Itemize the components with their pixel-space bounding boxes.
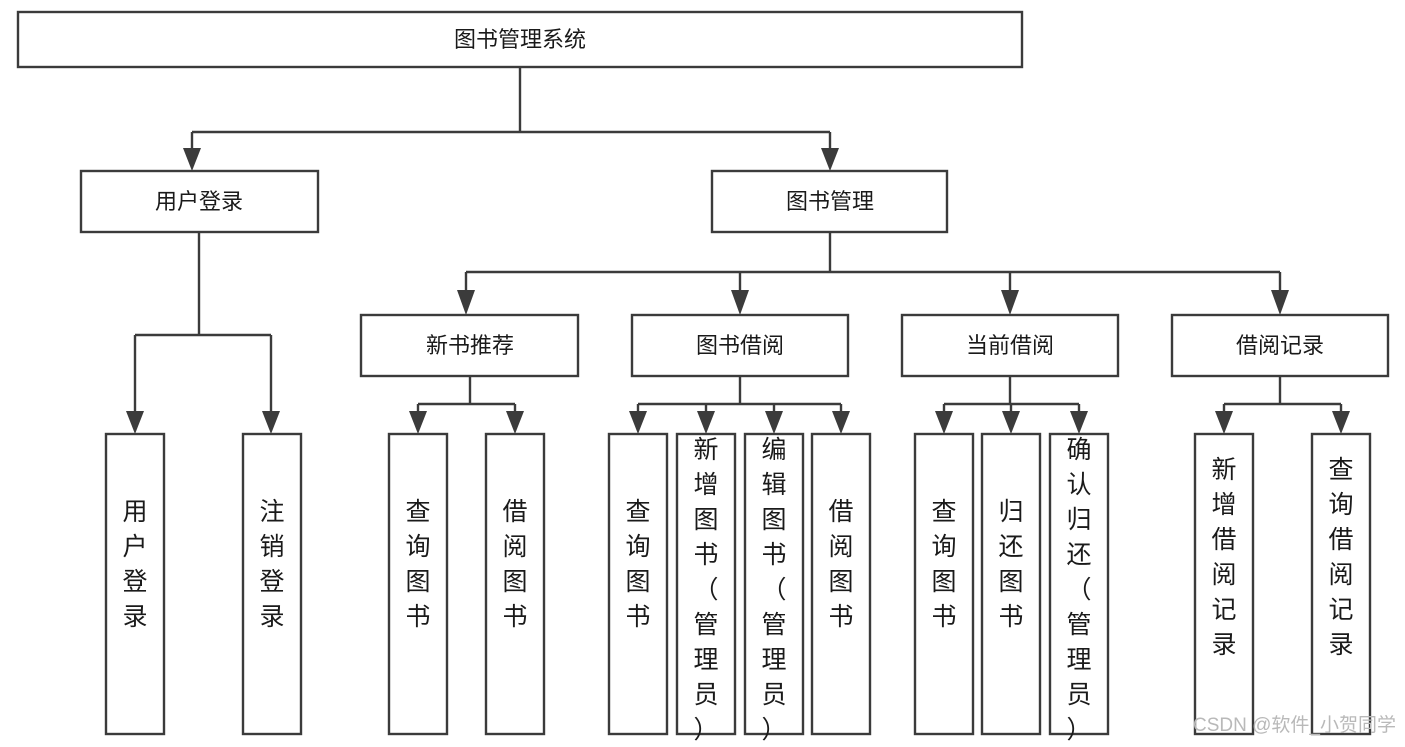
node-current-borrow-box[interactable] [900,313,1120,378]
node-leaf-borrow-book-1-label: 借阅图书 [502,498,527,631]
node-new-book-rec[interactable]: 新书推荐 [359,313,580,378]
node-new-book-rec-box[interactable] [359,313,580,378]
arrowhead-leaf-return-book [1002,411,1020,434]
node-leaf-edit-book[interactable]: 编辑图书（管理员） [743,432,805,744]
node-leaf-query-book-3[interactable]: 查询图书 [913,432,975,736]
node-root-box[interactable] [16,10,1024,69]
node-leaf-borrow-book-1-box[interactable] [484,432,546,736]
node-user-login-label: 用户登录 [155,189,243,214]
arrowhead-leaf-user-login [126,411,144,434]
arrowhead-leaf-add-book [697,411,715,434]
node-leaf-query-book-1-box[interactable] [387,432,449,736]
node-leaf-add-book-label: 新增图书（管理员） [693,436,718,744]
node-leaf-query-book-3-label: 查询图书 [931,498,956,631]
connector-userlogin-to-leaves [133,232,273,415]
arrowhead-borrow-record [1271,290,1289,315]
node-leaf-confirm-return[interactable]: 确认归还（管理员） [1048,432,1110,744]
node-leaf-user-login-box[interactable] [104,432,166,736]
arrowhead-new-book-rec [457,290,475,315]
node-leaf-add-record-label: 新增借阅记录 [1211,456,1236,659]
node-leaf-return-book-label: 归还图书 [998,498,1023,631]
node-leaf-add-record-box[interactable] [1193,432,1255,736]
node-leaf-add-book[interactable]: 新增图书（管理员） [675,432,737,744]
node-book-manage[interactable]: 图书管理 [710,169,949,234]
node-leaf-user-login[interactable]: 用户登录 [104,432,166,736]
connector-borrowrecord-to-leaves [1222,376,1343,415]
arrowhead-leaf-edit-book [765,411,783,434]
arrowhead-leaf-query-book-2 [629,411,647,434]
node-leaf-borrow-book-2[interactable]: 借阅图书 [810,432,872,736]
connector-bookmanage-to-level3 [464,232,1282,292]
node-leaf-query-book-1-label: 查询图书 [405,498,430,631]
node-book-borrow-label: 图书借阅 [696,333,784,358]
node-new-book-rec-label: 新书推荐 [426,333,514,358]
node-borrow-record-box[interactable] [1170,313,1390,378]
arrowhead-leaf-query-record [1332,411,1350,434]
arrowhead-leaf-query-book-1 [409,411,427,434]
connector-bookborrow-to-leaves [636,376,843,415]
arrowhead-current-borrow [1001,290,1019,315]
arrowhead-leaf-logout [262,411,280,434]
node-borrow-record[interactable]: 借阅记录 [1170,313,1390,378]
node-current-borrow[interactable]: 当前借阅 [900,313,1120,378]
node-leaf-logout[interactable]: 注销登录 [241,432,303,736]
arrowhead-leaf-borrow-book-1 [506,411,524,434]
node-root-label: 图书管理系统 [454,27,586,52]
node-book-borrow[interactable]: 图书借阅 [630,313,850,378]
node-leaf-return-book-box[interactable] [980,432,1042,736]
csdn-watermark: CSDN @软件_小贺同学 [1193,714,1396,736]
arrowhead-leaf-borrow-book-2 [832,411,850,434]
node-leaf-add-record[interactable]: 新增借阅记录 [1193,432,1255,736]
node-leaf-logout-label: 注销登录 [259,498,284,631]
node-user-login[interactable]: 用户登录 [79,169,320,234]
arrowhead-leaf-confirm-return [1070,411,1088,434]
arrowhead-user-login [183,148,201,171]
arrowhead-leaf-add-record [1215,411,1233,434]
arrowhead-leaf-query-book-3 [935,411,953,434]
node-leaf-borrow-book-1[interactable]: 借阅图书 [484,432,546,736]
node-leaf-query-book-2-label: 查询图书 [625,498,650,631]
node-leaf-logout-box[interactable] [241,432,303,736]
connector-currentborrow-to-leaves [942,376,1081,415]
node-leaf-edit-book-box[interactable] [743,432,805,736]
node-leaf-query-book-2-box[interactable] [607,432,669,736]
arrowhead-book-manage [821,148,839,171]
node-leaf-query-book-1[interactable]: 查询图书 [387,432,449,736]
node-root[interactable]: 图书管理系统 [16,10,1024,69]
node-leaf-query-record-label: 查询借阅记录 [1328,456,1353,659]
node-book-borrow-box[interactable] [630,313,850,378]
connector-layer [126,67,1350,434]
node-user-login-box[interactable] [79,169,320,234]
node-borrow-record-label: 借阅记录 [1236,333,1324,358]
node-leaf-query-book-2[interactable]: 查询图书 [607,432,669,736]
node-leaf-query-record[interactable]: 查询借阅记录 [1310,432,1372,736]
node-leaf-return-book[interactable]: 归还图书 [980,432,1042,736]
node-leaf-user-login-label: 用户登录 [122,498,147,631]
node-current-borrow-label: 当前借阅 [966,333,1054,358]
node-leaf-borrow-book-2-box[interactable] [810,432,872,736]
node-leaf-query-record-box[interactable] [1310,432,1372,736]
node-leaf-confirm-return-label: 确认归还（管理员） [1066,436,1091,744]
connector-root-to-level2 [190,67,832,152]
node-book-manage-box[interactable] [710,169,949,234]
node-leaf-add-book-box[interactable] [675,432,737,736]
node-leaf-query-book-3-box[interactable] [913,432,975,736]
node-leaf-borrow-book-2-label: 借阅图书 [828,498,853,631]
arrowhead-book-borrow [731,290,749,315]
node-book-manage-label: 图书管理 [786,189,874,214]
node-leaf-edit-book-label: 编辑图书（管理员） [761,436,786,744]
node-leaf-confirm-return-box[interactable] [1048,432,1110,736]
connector-newbook-to-leaves [416,376,517,415]
